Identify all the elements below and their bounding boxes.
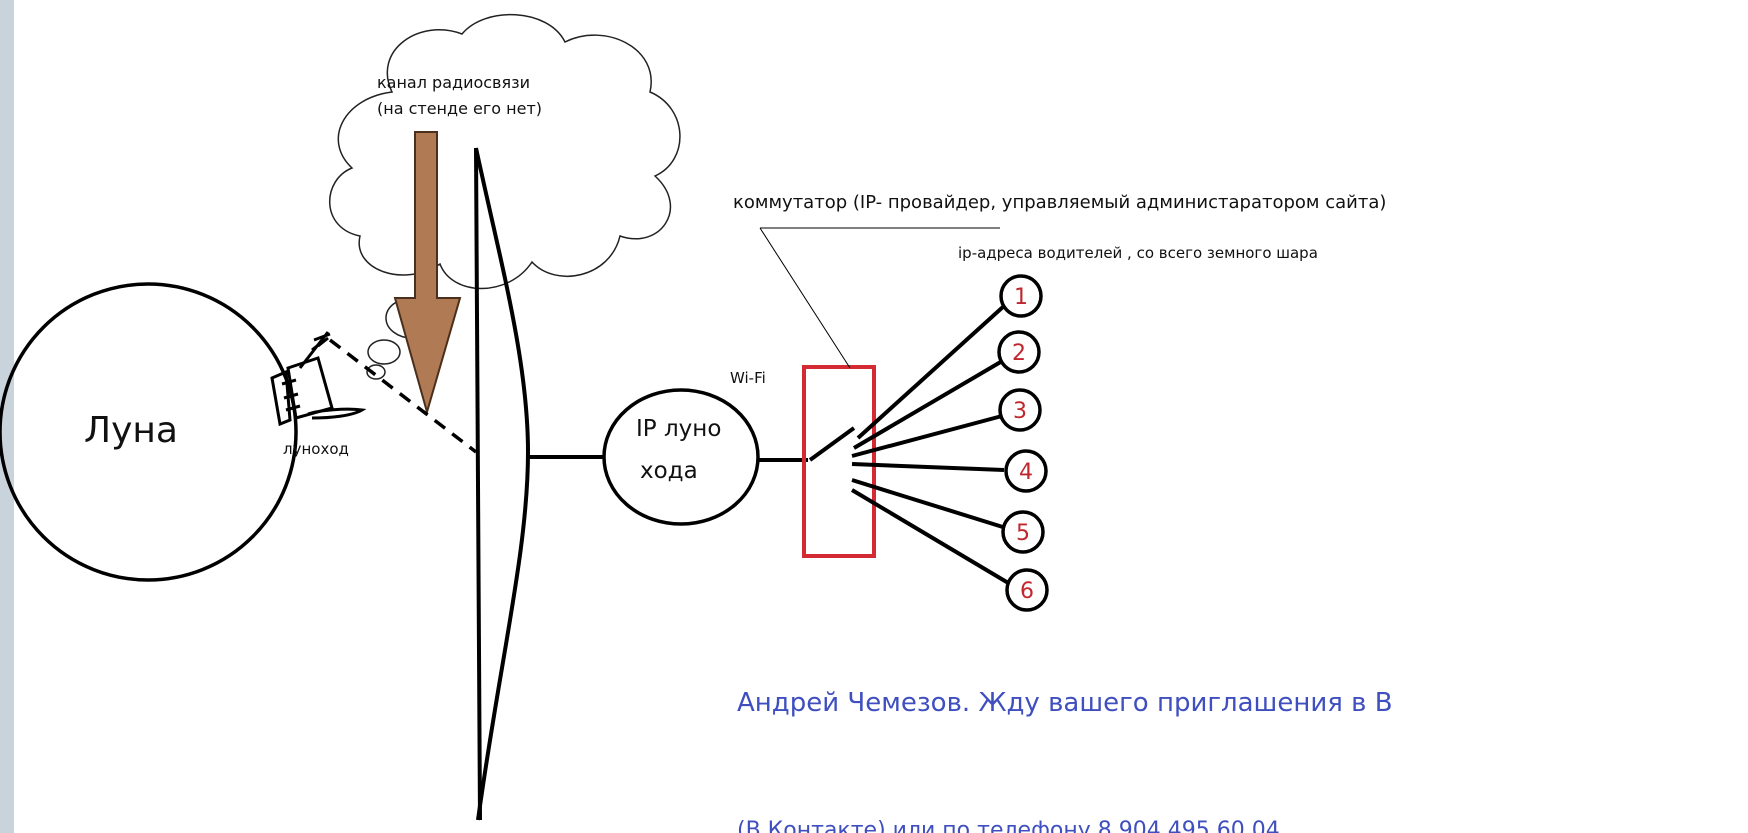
switch-label: коммутатор (IP- провайдер, управляемый а…: [733, 192, 1387, 213]
switch-blade: [808, 426, 856, 462]
switch-leader-diagonal: [759, 227, 851, 369]
ip-rover-label-line2: хода: [640, 458, 698, 484]
driver-node-5: 5: [1001, 510, 1045, 554]
driver-links: [850, 304, 1012, 586]
radio-channel-label-line1: канал радиосвязи: [377, 73, 531, 92]
driver-node-3: 3: [998, 388, 1042, 432]
driver-node-label: 6: [1020, 579, 1034, 604]
driver-node-label: 5: [1016, 521, 1030, 546]
radio-cloud: [329, 14, 681, 290]
drivers-label: ip-адреса водителей , со всего земного ш…: [958, 244, 1318, 262]
ip-rover-circle: [602, 388, 760, 526]
driver-node-label: 3: [1013, 399, 1027, 424]
dish-antenna: [474, 147, 531, 821]
left-edge-bar: [0, 0, 14, 833]
switch-box: [802, 365, 876, 558]
radio-link-dashed: [328, 338, 478, 454]
cloud-bubble-medium: [367, 339, 401, 365]
radio-channel-label-line2: (на стенде его нет): [377, 99, 542, 118]
rover-label: луноход: [283, 440, 349, 458]
driver-node-label: 4: [1019, 460, 1033, 485]
driver-node-1: 1: [999, 274, 1043, 318]
radio-channel-arrow: [393, 131, 462, 416]
driver-node-label: 1: [1014, 285, 1028, 310]
rover-drawing: [270, 331, 367, 427]
wifi-label: Wi-Fi: [730, 369, 766, 387]
ip-rover-label-line1: IP луно: [636, 416, 722, 442]
driver-node-label: 2: [1012, 341, 1026, 366]
moon-label: Луна: [84, 410, 178, 451]
driver-node-6: 6: [1005, 568, 1049, 612]
moon-circle: [0, 282, 298, 582]
driver-node-2: 2: [997, 330, 1041, 374]
cloud-bubble-small: [366, 364, 386, 380]
driver-node-4: 4: [1004, 449, 1048, 493]
